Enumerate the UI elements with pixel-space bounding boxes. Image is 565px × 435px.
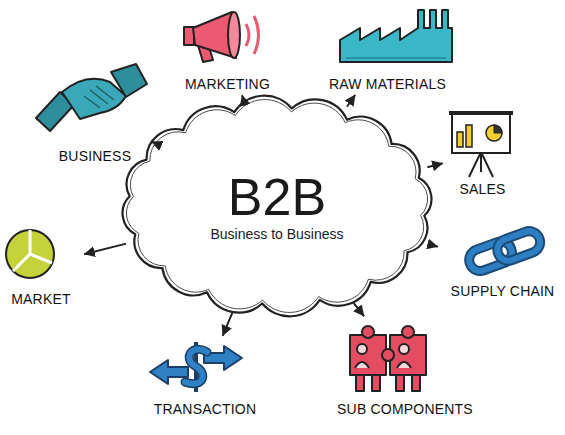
transaction-node: TRANSACTION <box>130 338 280 418</box>
raw-materials-node: RAW MATERIALS <box>310 5 465 93</box>
marketing-node: MARKETING <box>165 5 290 93</box>
connector-arrow <box>354 304 364 316</box>
node-label: MARKETING <box>185 75 270 93</box>
node-label: SALES <box>459 180 505 198</box>
dollar-exchange-icon <box>150 342 242 392</box>
sub-components-node: SUB COMPONENTS <box>335 318 475 418</box>
business-node: BUSINESS <box>35 60 155 165</box>
handshake-icon <box>36 64 147 131</box>
node-label: MARKET <box>11 290 71 308</box>
connector-arrow <box>428 163 442 167</box>
cloud-heading: B2B <box>228 169 326 225</box>
connector-arrow <box>241 96 243 97</box>
cloud-node: B2BBusiness to Business <box>112 92 442 320</box>
connector-arrow <box>85 244 125 254</box>
cloud-sketch-stroke <box>126 100 427 313</box>
supply-chain-node: SUPPLY CHAIN <box>440 226 565 300</box>
cloud-subheading: Business to Business <box>210 225 343 243</box>
connector-arrow <box>429 244 438 246</box>
presentation-board-icon <box>449 113 513 177</box>
node-label: SUB COMPONENTS <box>337 400 473 418</box>
market-node: MARKET <box>0 222 82 308</box>
factory-icon <box>340 10 452 62</box>
node-label: RAW MATERIALS <box>329 75 446 93</box>
puzzle-people-icon <box>350 326 426 391</box>
pie-chart-icon <box>6 230 54 278</box>
connector-arrow <box>151 141 154 143</box>
cloud-outline-stroke <box>123 96 432 317</box>
connector-arrow <box>223 313 232 335</box>
node-label: TRANSACTION <box>154 400 257 418</box>
node-label: BUSINESS <box>59 147 131 165</box>
connector-arrow <box>347 96 354 107</box>
megaphone-icon <box>184 12 259 62</box>
sales-node: SALES <box>445 108 520 198</box>
chain-icon <box>466 228 543 274</box>
node-label: SUPPLY CHAIN <box>451 282 555 300</box>
